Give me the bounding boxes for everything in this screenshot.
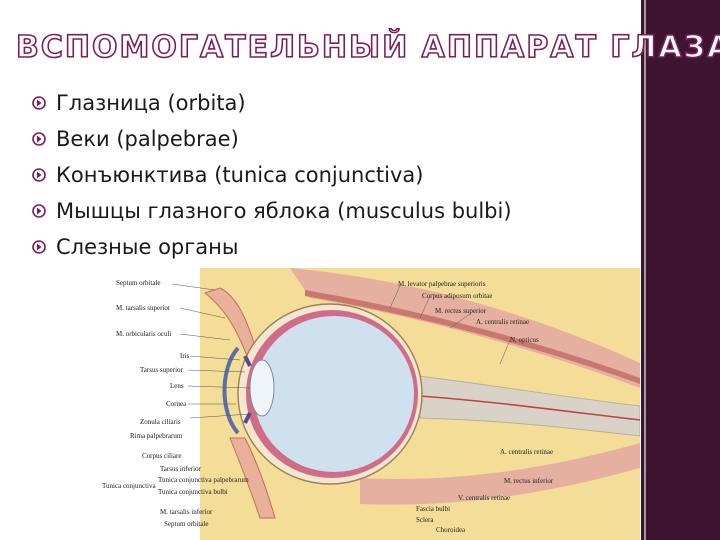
fig-label-right: M. rectus inferior [504, 477, 554, 485]
slide-title: ВСПОМОГАТЕЛЬНЫЙ АППАРАТ ГЛАЗА [15, 29, 720, 66]
lens [249, 359, 275, 417]
fig-label-left: Zonula ciliaris [140, 418, 181, 426]
fig-label-left: Iris [180, 352, 190, 360]
fig-label-left: M. tarsalis superior [116, 304, 171, 312]
bullet-item: Конъюнктива (tunica conjunctiva) [30, 162, 512, 198]
optic-nerve-vessel [419, 395, 640, 421]
cornea [222, 346, 240, 435]
bullet-icon [32, 168, 46, 182]
bullet-text: Слезные органы [56, 235, 239, 259]
fig-label-left: Tunica conjunctiva [102, 482, 156, 490]
fig-label-left: Corpus ciliare [142, 452, 181, 460]
fig-label-right: A. centralis retinae [500, 448, 553, 456]
fig-label-right: Corpus adiposum orbitae [422, 292, 492, 300]
fig-label-right: M. levator palpebrae superioris [398, 280, 486, 288]
fig-label-left: Tunica conjunctiva palpebrarum [158, 476, 249, 484]
fig-label-left: Rima palpebrarum [130, 432, 183, 440]
bullet-icon [32, 132, 46, 146]
optic-nerve [417, 375, 640, 437]
fig-label-right: M. rectus superior [435, 307, 487, 315]
fig-label-right: N. opticus [510, 336, 539, 344]
bullet-icon [32, 96, 46, 110]
bullet-text: Глазница (orbita) [56, 91, 246, 115]
fig-label-right: V. centralis retinae [458, 494, 510, 502]
fig-label-left: Lens [170, 382, 184, 390]
iris [243, 355, 252, 424]
lower-eyelid [229, 437, 276, 519]
bullet-list: Глазница (orbita) Веки (palpebrae) Конъю… [30, 90, 512, 270]
bullet-text: Веки (palpebrae) [56, 127, 239, 151]
vitreous-body [254, 316, 414, 472]
upper-muscle-stripe [305, 290, 640, 384]
bullet-text: Мышцы глазного яблока (musculus bulbi) [56, 199, 512, 223]
fig-label-left: Tarsus inferior [160, 465, 202, 473]
lower-muscle-band [360, 443, 640, 505]
eye-anatomy-illustration: Septum orbitale M. tarsalis superior M. … [102, 268, 640, 540]
fig-label-left: Septum orbitale [164, 520, 209, 528]
fig-label-right: Sclera [416, 516, 434, 524]
fig-label-left: M. tarsalis inferior [160, 508, 213, 516]
fig-label-left: M. orbicularis oculi [116, 330, 171, 338]
fig-label-right: A. centralis retinae [476, 318, 529, 326]
bullet-item: Мышцы глазного яблока (musculus bulbi) [30, 198, 512, 234]
right-decorative-sidebar [641, 0, 720, 540]
sidebar-divider-line [644, 0, 646, 540]
fig-label-right: Choroidea [436, 526, 466, 534]
fig-label-left: Tunica conjunctiva bulbi [158, 488, 228, 496]
fig-label-left: Tarsus superior [140, 366, 184, 374]
fig-label-left: Cornea [166, 400, 187, 408]
bullet-text: Конъюнктива (tunica conjunctiva) [56, 163, 424, 187]
bullet-item: Глазница (orbita) [30, 90, 512, 126]
fig-label-right: Fascia bulbi [416, 505, 450, 513]
bullet-icon [32, 240, 46, 254]
bullet-item: Веки (palpebrae) [30, 126, 512, 162]
bullet-item: Слезные органы [30, 234, 512, 270]
bullet-icon [32, 204, 46, 218]
fig-label-left: Septum orbitale [116, 279, 161, 287]
